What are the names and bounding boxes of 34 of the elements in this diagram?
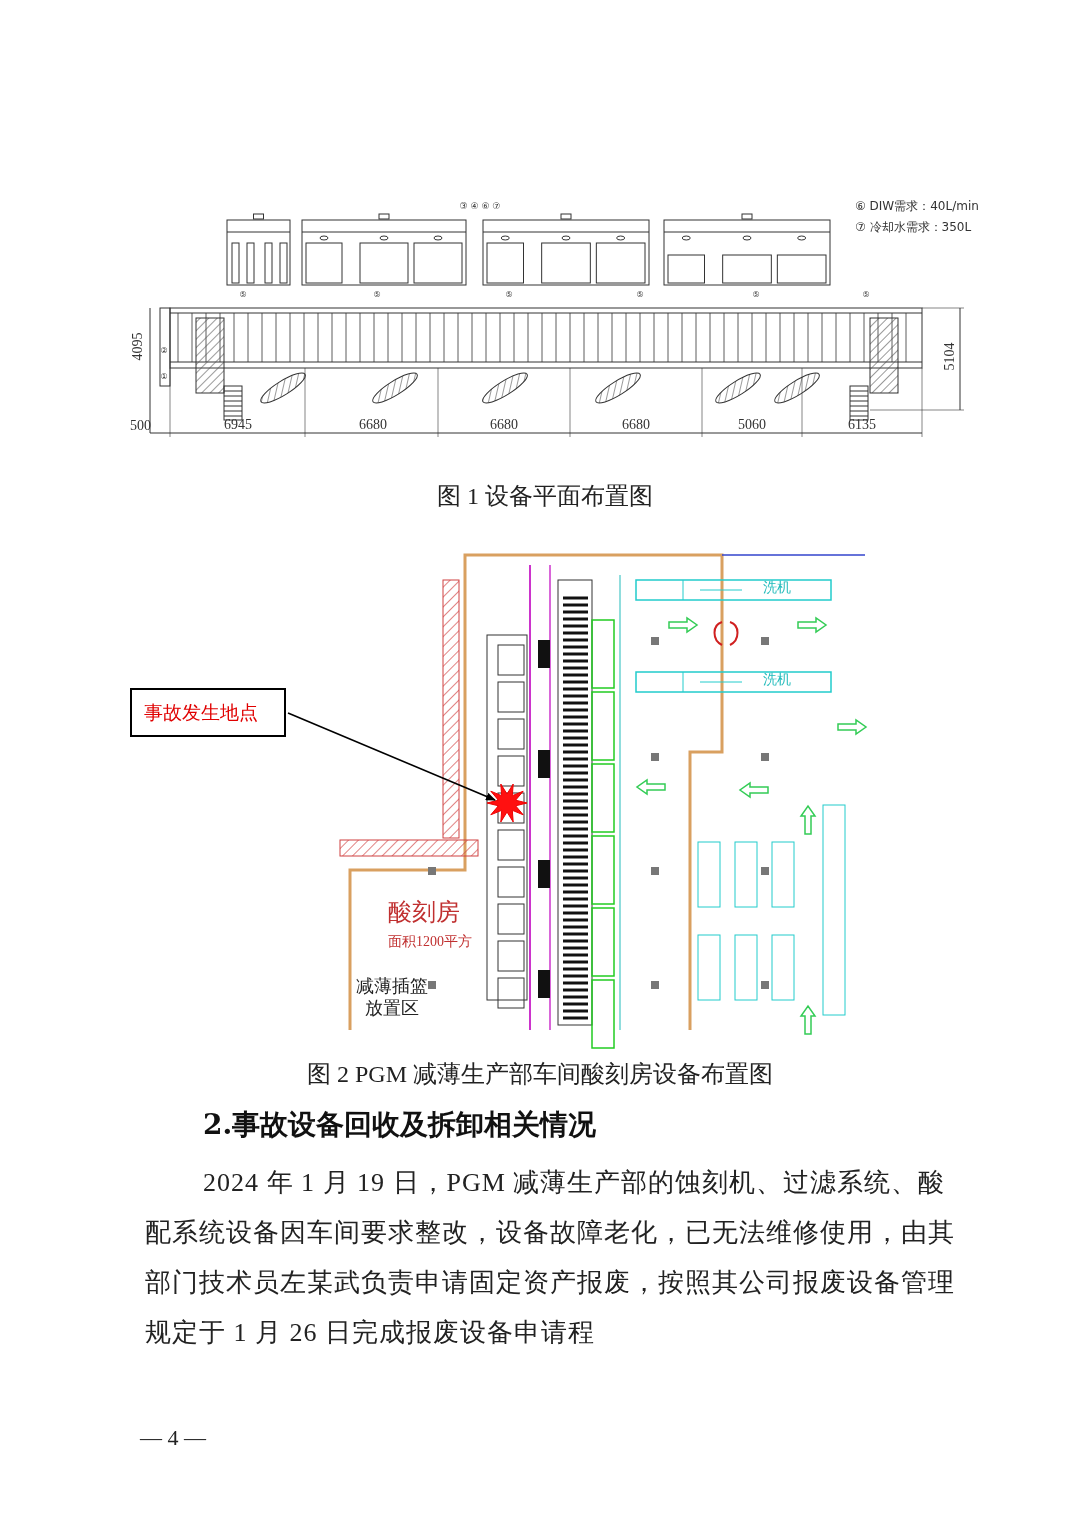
dimension-text: 6680 (489, 417, 519, 434)
dimension-text: 6945 (223, 417, 253, 434)
page-number: — 4 — (140, 1425, 207, 1452)
dimension-text: 5104 (941, 341, 958, 373)
zone-label: 减薄插篮放置区 (355, 976, 429, 1020)
spec-note: ⑦ 冷却水需求：350L (855, 220, 973, 235)
dimension-text: 5060 (737, 417, 767, 434)
dimension-text: 500 (130, 418, 152, 435)
callout-number: ⑤ (372, 290, 382, 300)
machine-label: 洗机 (762, 580, 792, 597)
dimension-text: 6680 (621, 417, 651, 434)
dimension-text: 6680 (358, 417, 388, 434)
callout-number: ⑤ (238, 290, 248, 300)
room-label: 酸刻房 (388, 898, 461, 927)
callout-number: ⑤ (635, 290, 645, 300)
callout-number: ③ ④ ⑥ ⑦ (458, 201, 502, 212)
callout-number: ⑤ (861, 290, 871, 300)
machine-label: 洗机 (762, 672, 792, 689)
callout-box (130, 688, 286, 737)
explosion-icon (486, 783, 528, 823)
figure-caption: 图 2 PGM 减薄生产部车间酸刻房设备布置图 (306, 1060, 774, 1089)
callout-number: ② (159, 346, 169, 356)
dimension-text: 6135 (847, 417, 877, 434)
callout-number: ⑤ (751, 290, 761, 300)
leader-arrow (287, 712, 496, 801)
callout-number: ⑤ (504, 290, 514, 300)
body-paragraph: 2024 年 1 月 19 日，PGM 减薄生产部的蚀刻机、过滤系统、酸配系统设备因车间要求整改，设备故障老化，已无法维修使用，由其部门技术员左某武负责申请固定资产报废，按照其公司报废设备管理规定于 1 月 26 日完成报废设备申请程 (145, 1167, 956, 1349)
section-heading: 2.事故设备回收及拆卸相关情况 (203, 1108, 598, 1142)
callout-number: ① (159, 372, 169, 382)
spec-note: ⑥ DIW需求：40L/min (855, 199, 980, 214)
callout-text: 事故发生地点 (144, 699, 258, 725)
area-note: 面积1200平方 (388, 934, 473, 951)
figure-caption: 图 1 设备平面布置图 (436, 482, 654, 511)
dimension-text: 4095 (129, 331, 146, 363)
